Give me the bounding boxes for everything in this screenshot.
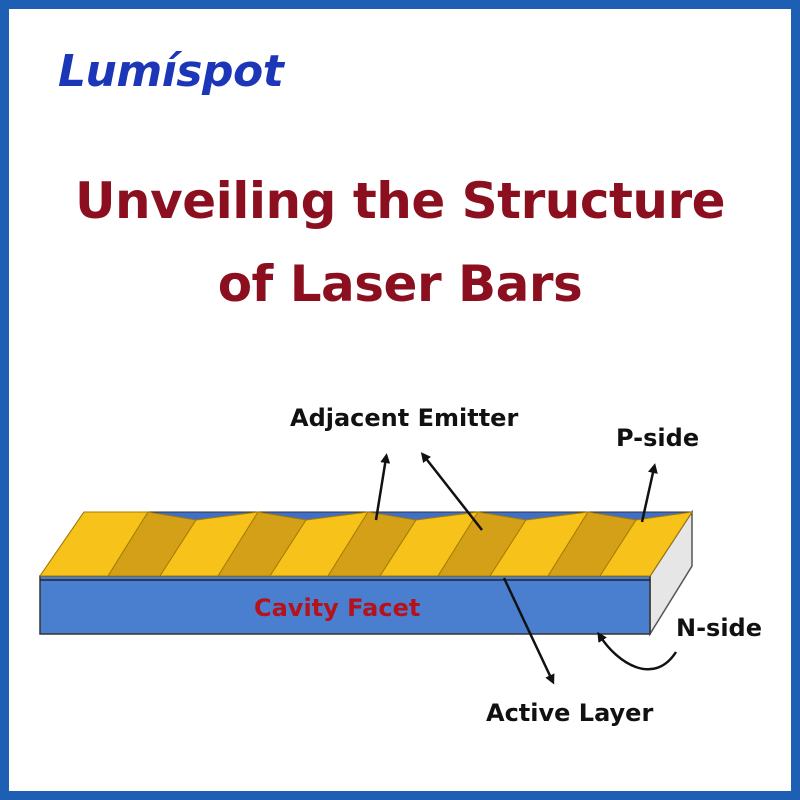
title-line-2: of Laser Bars	[217, 255, 583, 313]
label-adjacent-emitter: Adjacent Emitter	[290, 404, 518, 432]
arrow-p-side	[640, 463, 658, 523]
arrow-n-side	[597, 631, 678, 671]
title-line-1: Unveiling the Structure	[74, 172, 726, 230]
label-cavity-facet: Cavity Facet	[254, 594, 420, 622]
lumispot-logo: Lumíspot	[58, 46, 284, 97]
label-n-side: N-side	[676, 614, 762, 642]
arrow-adjacent-emitter-left	[374, 453, 391, 521]
label-p-side: P-side	[616, 424, 699, 452]
arrow-active-layer	[502, 577, 555, 685]
label-active-layer: Active Layer	[486, 699, 653, 727]
emitter-stripes	[39, 511, 694, 577]
arrow-adjacent-emitter-right	[420, 452, 483, 531]
